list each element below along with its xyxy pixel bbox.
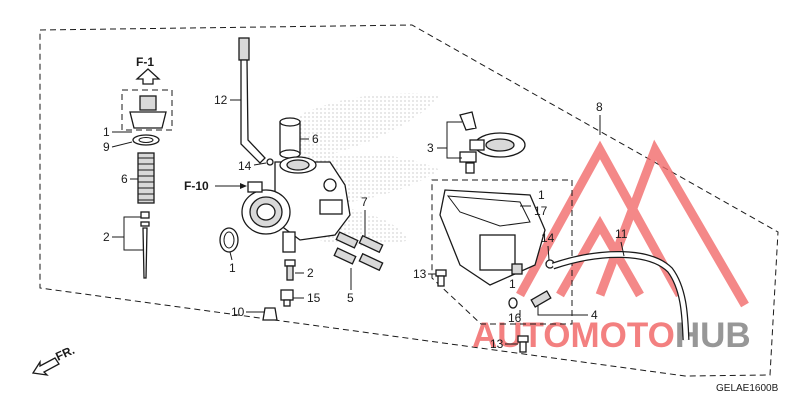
label-10: 10 (231, 305, 245, 319)
chamber-screw (435, 269, 447, 287)
top-cover (279, 117, 301, 159)
cap-dashed-box (121, 89, 173, 131)
throttle-cable (238, 37, 266, 164)
label-14a: 14 (238, 159, 252, 173)
label-1a: 1 (103, 125, 110, 139)
jet-needle (140, 211, 150, 279)
hose-clip (262, 307, 278, 321)
float-chamber (439, 189, 546, 286)
clip (266, 158, 274, 166)
label-6a: 6 (121, 172, 128, 186)
label-15: 15 (307, 291, 321, 305)
label-12: 12 (214, 93, 228, 107)
watermark-text-red: AUTOMOTO (472, 316, 675, 355)
label-16: 16 (508, 311, 522, 325)
label-5: 5 (347, 291, 354, 305)
carburetor-body (241, 156, 351, 253)
label-17: 17 (534, 204, 548, 218)
label-8: 8 (596, 100, 603, 114)
drain-screw (280, 289, 294, 307)
o-ring (219, 227, 239, 253)
screw (284, 259, 296, 281)
bottom-screw (517, 335, 529, 353)
label-13b: 13 (490, 337, 504, 351)
small-washer (508, 297, 518, 309)
label-1c: 1 (538, 188, 545, 202)
diagram-code: GELAE1600B (716, 383, 779, 394)
right-arrow-icon (240, 183, 247, 189)
top-cap (129, 95, 167, 129)
label-6b: 6 (312, 132, 319, 146)
label-1b: 1 (229, 261, 236, 275)
label-4: 4 (591, 308, 598, 322)
mountain-logo (516, 139, 749, 308)
label-2b: 2 (307, 266, 314, 280)
label-13a: 13 (413, 267, 427, 281)
up-arrow-icon (135, 68, 161, 85)
spring (137, 152, 155, 204)
front-arrow-icon (31, 357, 60, 376)
ref-f10-label: F-10 (184, 179, 209, 193)
label-9: 9 (103, 140, 110, 154)
label-14b: 14 (541, 231, 555, 245)
label-11: 11 (615, 227, 628, 241)
front-arrow-label: FR. (53, 343, 76, 364)
label-3: 3 (427, 141, 434, 155)
air-screw (530, 290, 552, 308)
pilot-screw-set (333, 231, 384, 272)
ref-f1-label: F-1 (136, 55, 154, 69)
label-2a: 2 (103, 230, 110, 244)
float-valve-assembly (459, 111, 526, 174)
diagram-frame (39, 24, 779, 377)
label-7: 7 (361, 195, 368, 209)
label-1d: 1 (509, 277, 516, 291)
washer (132, 134, 160, 146)
